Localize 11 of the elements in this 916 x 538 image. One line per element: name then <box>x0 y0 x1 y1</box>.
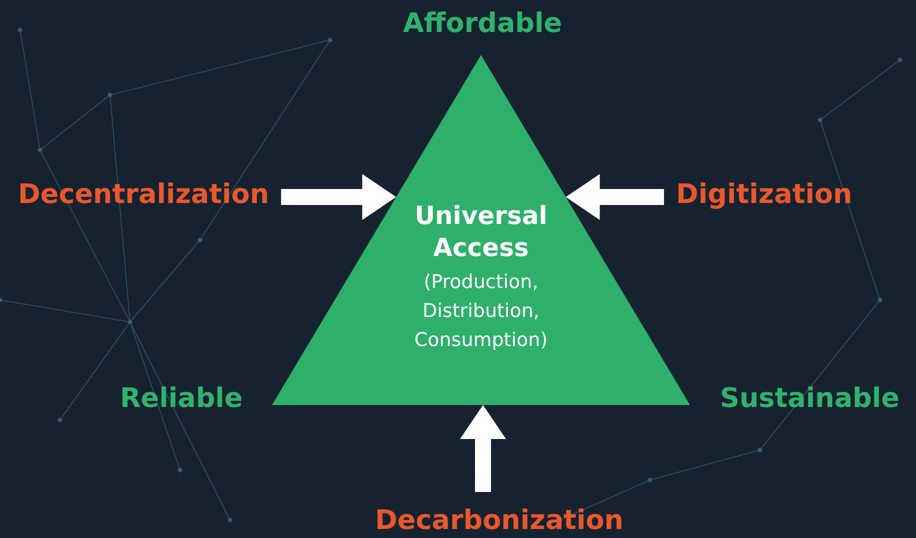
corner-label: Reliable <box>120 382 243 416</box>
body-text: (Production, Distribution, Consumption) <box>413 270 549 353</box>
driver-label: Digitization <box>676 178 852 212</box>
corner-label: Sustainable <box>720 382 900 416</box>
block-arrow <box>566 174 664 220</box>
heading-text: Universal Access <box>414 200 548 264</box>
driver-label: Decarbonization <box>375 504 624 538</box>
corner-label: Affordable <box>403 7 562 41</box>
driver-label: Decentralization <box>18 178 270 212</box>
block-arrow <box>281 174 396 220</box>
block-arrow <box>460 405 506 492</box>
